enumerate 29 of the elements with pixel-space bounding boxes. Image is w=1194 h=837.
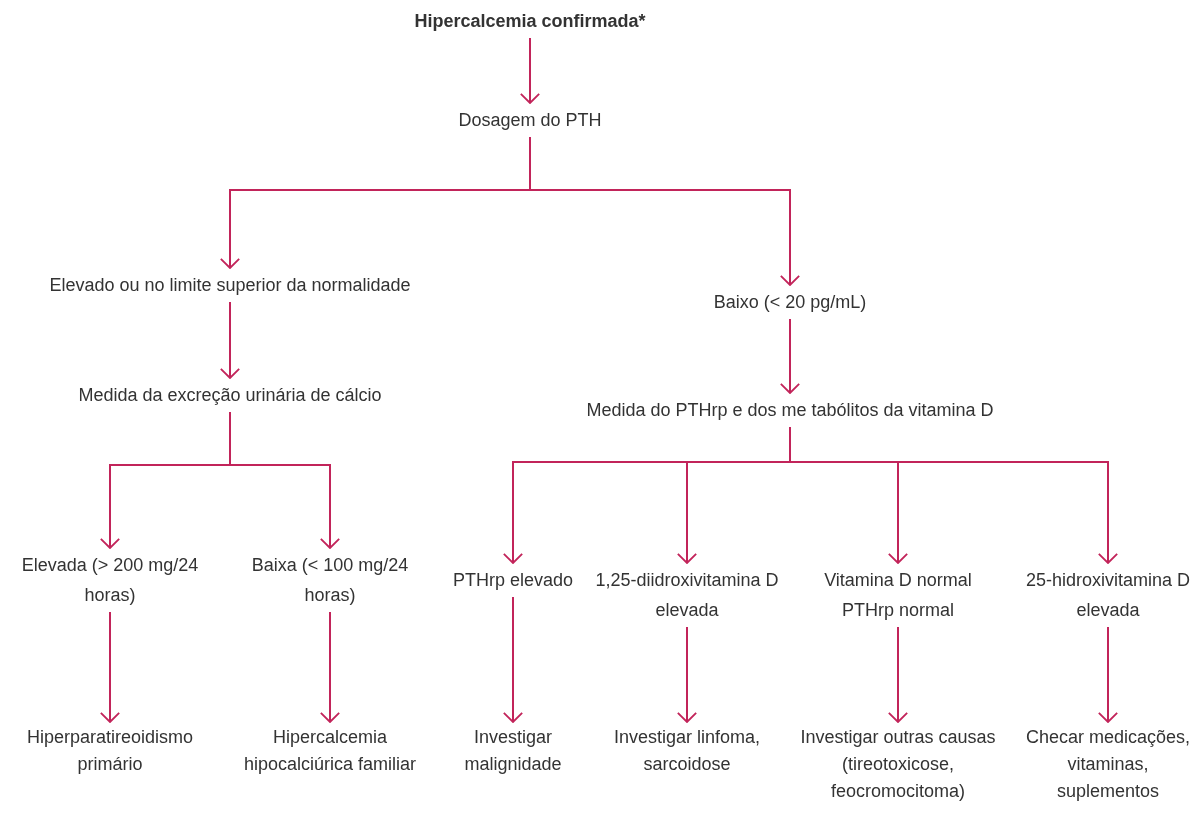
flow-step-text: Baixa (< 100 mg/24 horas): [245, 550, 415, 610]
arrow: [1097, 626, 1119, 723]
arrow: [319, 611, 341, 723]
flow-step-text: Dosagem do PTH: [450, 105, 610, 135]
arrow: [529, 136, 801, 286]
flow-step-text: Hiperparatireoidismo primário: [0, 724, 220, 778]
arrow: [219, 301, 241, 379]
flow-step-text: Investigar malignidade: [438, 724, 588, 778]
flow-step-text: 1,25-diidroxivitamina D elevada: [587, 565, 787, 625]
arrow: [676, 626, 698, 723]
arrow: [502, 596, 524, 723]
arrow: [99, 611, 121, 723]
flow-step-text: Medida da excreção urinária de cálcio: [40, 380, 420, 410]
flow-step-text: Vitamina D normal PTHrp normal: [803, 565, 993, 625]
arrow: [789, 426, 1119, 564]
flow-step-text: PTHrp elevado: [438, 565, 588, 595]
flow-step-text: Baixo (< 20 pg/mL): [660, 287, 920, 317]
flow-step-text: Investigar outras causas (tireotoxicose, feocromocitoma): [793, 724, 1003, 805]
flow-step-text: Investigar linfoma, sarcoidose: [607, 724, 767, 778]
flow-step-text: Hipercalcemia confirmada*: [330, 6, 730, 36]
flow-step-text: Elevado ou no limite superior da normalidade: [30, 270, 430, 300]
arrow: [519, 37, 541, 104]
flow-step-text: Elevada (> 200 mg/24 horas): [20, 550, 200, 610]
arrow: [887, 626, 909, 723]
arrow: [779, 318, 801, 394]
flow-step-text: Medida do PTHrp e dos me tabólitos da vitamina D: [510, 395, 1070, 425]
flow-step-text: Hipercalcemia hipocalciúrica familiar: [240, 724, 420, 778]
flow-step-text: Checar medicações, vitaminas, suplementos: [1023, 724, 1193, 805]
flow-step-text: 25-hidroxivitamina D elevada: [1023, 565, 1193, 625]
